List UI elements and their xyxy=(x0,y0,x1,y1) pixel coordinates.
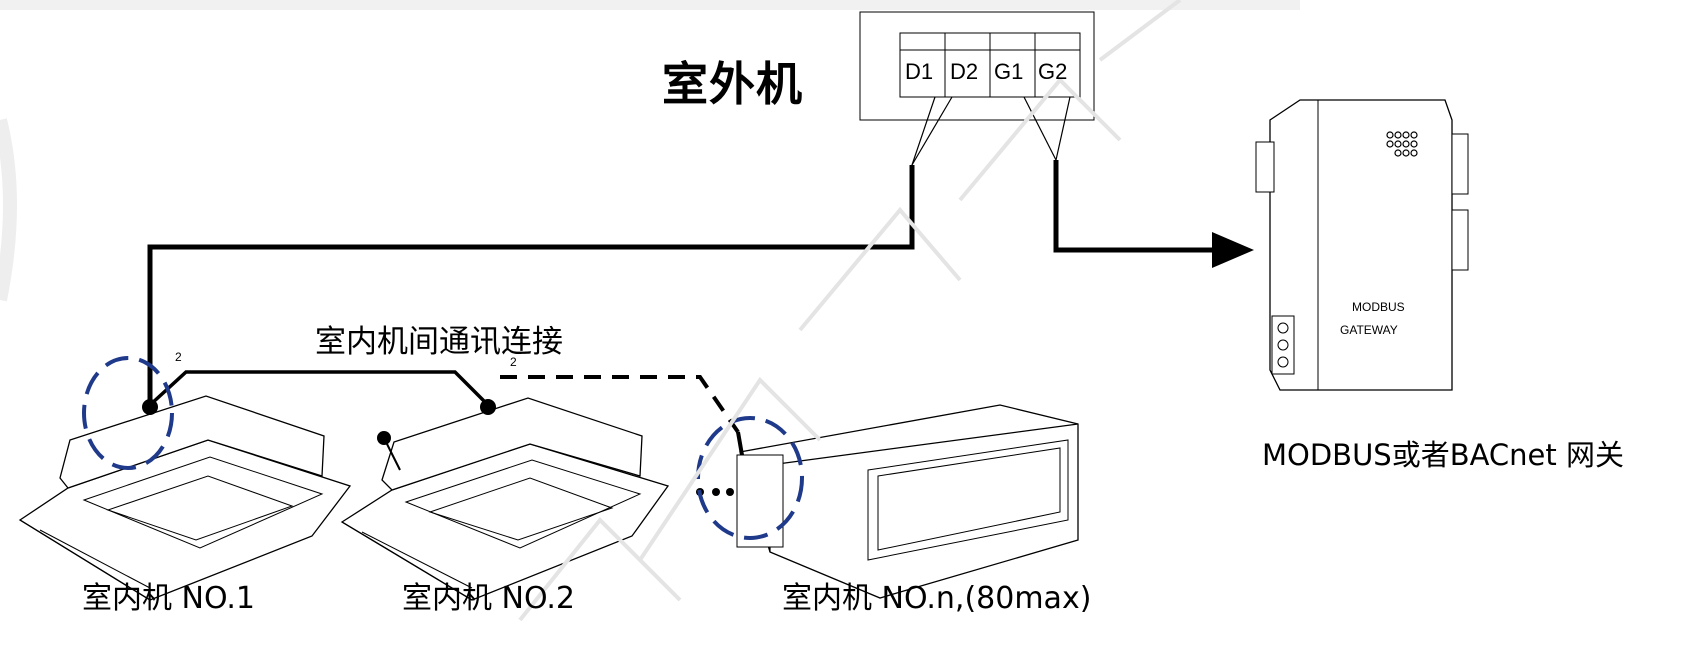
indoor-unit-1 xyxy=(18,356,352,601)
gateway-label-line2: GATEWAY xyxy=(1340,323,1398,337)
connector-dot-1 xyxy=(142,399,158,415)
indoor-unit-n xyxy=(696,404,1079,599)
indoor-unit-2-label: 室内机 NO.2 xyxy=(402,581,575,616)
gateway-arrow xyxy=(1212,232,1254,268)
indoor-unit-2 xyxy=(340,397,670,601)
gateway-caption: MODBUS或者BACnet 网关 xyxy=(1262,438,1624,472)
outdoor-unit-title: 室外机 xyxy=(662,57,803,111)
connector-dot-2b xyxy=(377,431,391,445)
top-band xyxy=(0,0,1300,10)
indoor-link-dashed xyxy=(500,375,740,434)
indoor-unit-n-label: 室内机 NO.n,(80max) xyxy=(782,581,1092,616)
bus-wire-main xyxy=(147,165,915,405)
modbus-gateway xyxy=(1255,99,1469,391)
wire-mark-1: 2 xyxy=(175,350,182,364)
connector-dot-2 xyxy=(480,399,496,415)
bus-wire-gateway xyxy=(1053,160,1220,253)
indoor-unit-1-label: 室内机 NO.1 xyxy=(82,581,255,616)
led-grid xyxy=(1386,131,1418,157)
outdoor-unit xyxy=(859,11,1095,166)
highlight-circle-n xyxy=(696,416,804,540)
highlight-circle-1 xyxy=(82,356,174,470)
indoor-link-label: 室内机间通讯连接 xyxy=(315,324,563,360)
control-box xyxy=(736,454,784,548)
watermark xyxy=(518,0,1182,622)
gateway-label-line1: MODBUS xyxy=(1352,300,1405,314)
wire-mark-2: 2 xyxy=(510,355,517,369)
terminal-g2: G2 xyxy=(1038,59,1068,84)
terminal-g1: G1 xyxy=(994,59,1024,84)
terminal-d2: D2 xyxy=(950,59,979,84)
left-edge-mark xyxy=(0,118,17,302)
terminal-d1: D1 xyxy=(905,59,934,84)
